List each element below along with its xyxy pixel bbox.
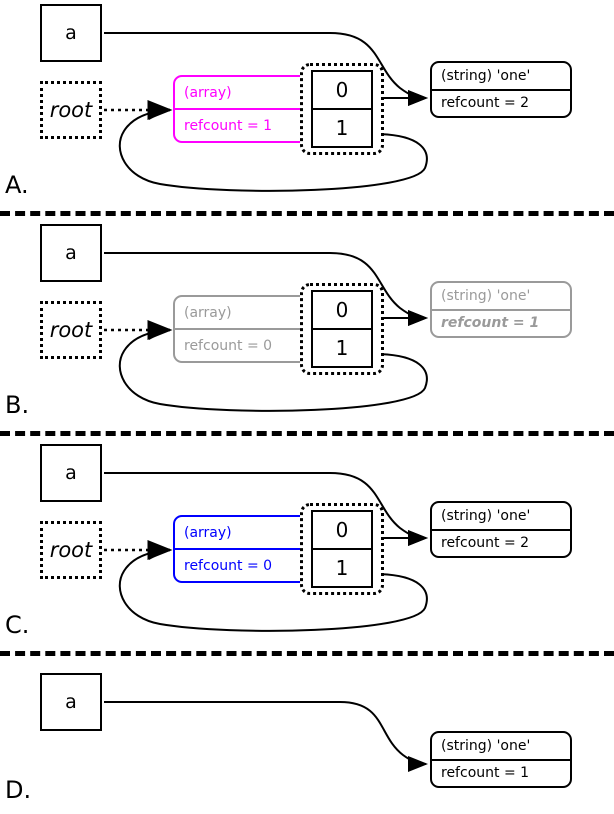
panel-divider-c [0, 651, 614, 656]
string-refcount-label: refcount = 1 [441, 765, 530, 782]
string-zval-box[interactable]: (string) 'one' refcount = 1 [430, 281, 572, 338]
panel-letter-a: A. [5, 171, 29, 199]
edge-a-to-string [104, 701, 428, 772]
array-type-label: (array) [175, 517, 307, 550]
variable-box-a[interactable]: a [40, 673, 102, 731]
array-refcount-label: refcount = 0 [184, 337, 273, 354]
variable-label: a [65, 691, 77, 713]
string-refcount-label: refcount = 2 [441, 95, 530, 112]
panel-d: a (string) 'one' refcount = 1 D. [0, 650, 614, 814]
root-box[interactable]: root [40, 521, 102, 579]
panel-c: a root (array) refcount = 0 0 1 (string)… [0, 430, 614, 650]
variable-box-a[interactable]: a [40, 444, 102, 502]
edge-cell1-loop-to-array [118, 544, 428, 632]
array-zval-box[interactable]: (array) refcount = 1 [173, 75, 309, 143]
array-cell-1[interactable]: 1 [335, 116, 349, 140]
string-refcount-label: refcount = 2 [441, 535, 530, 552]
panel-divider-b [0, 431, 614, 436]
edge-cell1-loop-to-array [118, 324, 428, 412]
array-cell-1[interactable]: 1 [335, 336, 349, 360]
string-type-label: (string) 'one' [432, 283, 570, 311]
array-refcount-label: refcount = 1 [184, 117, 273, 134]
panel-letter-b: B. [5, 391, 30, 419]
panel-divider-a [0, 211, 614, 216]
array-zval-box[interactable]: (array) refcount = 0 [173, 295, 309, 363]
panel-a: a root (array) refcount = 1 0 1 (string)… [0, 0, 614, 210]
panel-letter-d: D. [5, 776, 32, 804]
root-label: root [49, 538, 93, 562]
panel-letter-c: C. [5, 611, 30, 639]
panel-d-edges [104, 701, 428, 772]
array-refcount-label: refcount = 0 [184, 557, 273, 574]
edge-cell1-loop-to-array [118, 104, 428, 192]
array-cell-1[interactable]: 1 [335, 556, 349, 580]
root-box[interactable]: root [40, 81, 102, 139]
variable-label: a [65, 22, 77, 44]
panel-b: a root (array) refcount = 0 0 1 (string)… [0, 210, 614, 430]
root-label: root [49, 98, 93, 122]
variable-label: a [65, 462, 77, 484]
variable-box-a[interactable]: a [40, 224, 102, 282]
array-type-label: (array) [175, 77, 307, 110]
string-zval-box[interactable]: (string) 'one' refcount = 2 [430, 501, 572, 558]
root-box[interactable]: root [40, 301, 102, 359]
array-cell-0[interactable]: 0 [313, 292, 371, 330]
string-refcount-label: refcount = 1 [441, 315, 540, 332]
string-type-label: (string) 'one' [432, 503, 570, 531]
string-zval-box[interactable]: (string) 'one' refcount = 2 [430, 61, 572, 118]
string-type-label: (string) 'one' [432, 63, 570, 91]
string-type-label: (string) 'one' [432, 733, 570, 761]
array-cells[interactable]: 0 1 [311, 70, 373, 148]
root-label: root [49, 318, 93, 342]
array-cell-0[interactable]: 0 [313, 512, 371, 550]
array-cells[interactable]: 0 1 [311, 510, 373, 588]
string-zval-box[interactable]: (string) 'one' refcount = 1 [430, 731, 572, 788]
variable-box-a[interactable]: a [40, 4, 102, 62]
array-type-label: (array) [175, 297, 307, 330]
array-cell-0[interactable]: 0 [313, 72, 371, 110]
variable-label: a [65, 242, 77, 264]
array-cells[interactable]: 0 1 [311, 290, 373, 368]
array-zval-box[interactable]: (array) refcount = 0 [173, 515, 309, 583]
